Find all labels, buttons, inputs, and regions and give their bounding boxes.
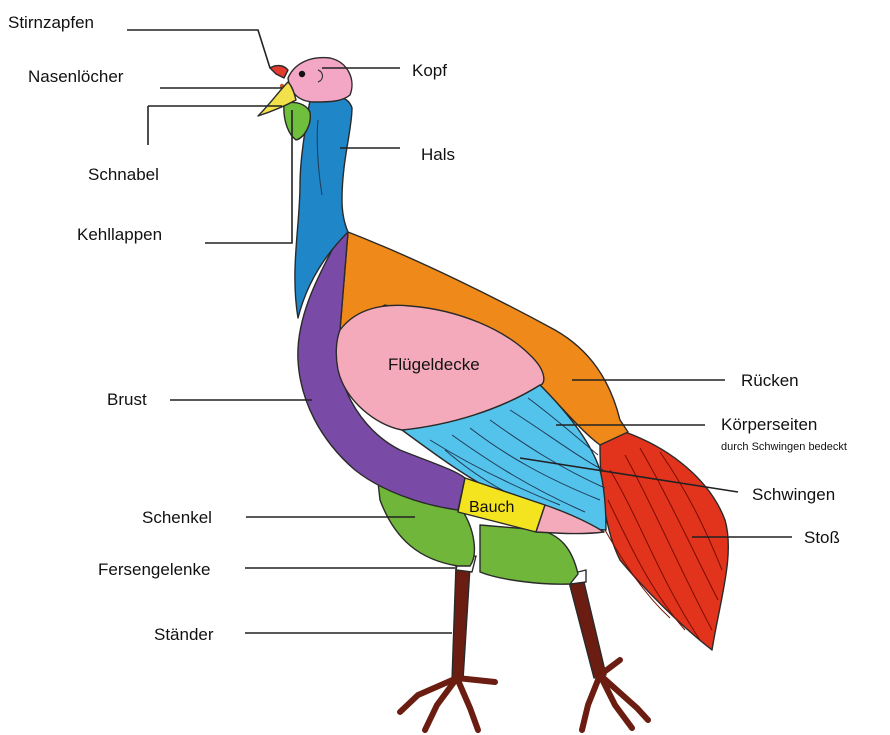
label-ruecken: Rücken [741, 371, 799, 390]
label-fersengelenke: Fersengelenke [98, 560, 210, 579]
left-foot [400, 678, 495, 730]
label-bauch: Bauch [469, 499, 514, 516]
label-fluegeldecke: Flügeldecke [388, 355, 480, 374]
label-stoss: Stoß [804, 528, 840, 547]
label-nasenloecher: Nasenlöcher [28, 67, 124, 86]
head-region [288, 58, 352, 102]
label-schnabel: Schnabel [88, 165, 159, 184]
label-kopf: Kopf [412, 61, 447, 80]
left-leg-shank [452, 565, 470, 680]
comb-region [270, 66, 288, 78]
label-brust: Brust [107, 390, 147, 409]
label-schwingen: Schwingen [752, 485, 835, 504]
right-leg-shank [569, 578, 606, 678]
eye-icon [299, 71, 305, 77]
label-kehllappen: Kehllappen [77, 225, 162, 244]
label-stirnzapfen: Stirnzapfen [8, 13, 94, 32]
label-staender: Ständer [154, 625, 214, 644]
body [298, 232, 628, 534]
label-schenkel: Schenkel [142, 508, 212, 527]
label-koerperseiten-note: durch Schwingen bedeckt [721, 441, 847, 453]
tail-region [600, 432, 728, 650]
label-hals: Hals [421, 145, 455, 164]
label-koerperseiten: Körperseiten [721, 415, 817, 434]
